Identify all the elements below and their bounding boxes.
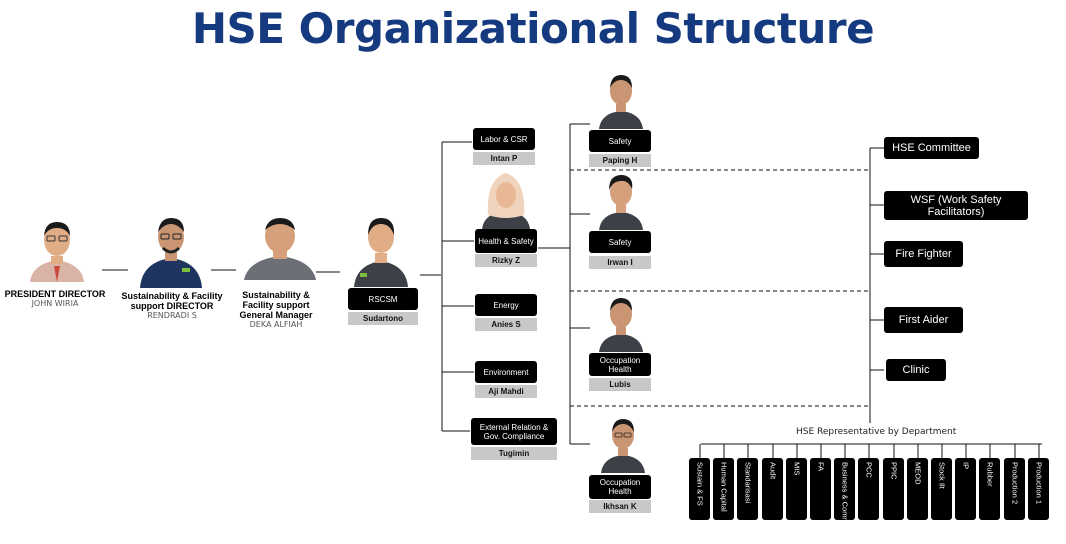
department-label: Production 1 (1034, 462, 1044, 505)
department-box: Stock Ilt (931, 458, 952, 520)
department-box: FA (810, 458, 831, 520)
role-health-safety: Health & Safety (475, 229, 537, 253)
department-label: PCC (864, 462, 874, 478)
executive-name: DEKA ALFIAH (249, 320, 303, 329)
name-labor-csr: Intan P (473, 152, 535, 165)
role-labor-csr: Labor & CSR (473, 128, 535, 150)
department-label: Sustain & FS (695, 462, 705, 506)
department-box: Rubber (979, 458, 1000, 520)
department-label: MIS (792, 462, 802, 476)
department-box: IP (955, 458, 976, 520)
caption-president-director: PRESIDENT DIRECTOR JOHN WIRIA (0, 289, 110, 309)
portrait-president-director (30, 222, 84, 282)
name-health-safety: Rizky Z (475, 254, 537, 267)
portrait-general-manager (244, 218, 316, 280)
department-box: Production 1 (1028, 458, 1049, 520)
department-box: MIS (786, 458, 807, 520)
team-clinic: Clinic (886, 359, 946, 381)
name-safety-2: Irwan I (589, 256, 651, 269)
name-external-relation: Tugimin (471, 447, 557, 460)
department-box: Audit (762, 458, 783, 520)
department-label: Rubber (985, 462, 995, 487)
department-label: PPIC (889, 462, 899, 480)
role-safety-1: Safety (589, 130, 651, 152)
role-occupation-health-1: Occupation Health (589, 353, 651, 376)
page-title: HSE Organizational Structure (191, 4, 875, 53)
department-label: MEOD (913, 462, 923, 485)
department-box: MEOD (907, 458, 928, 520)
team-fire-fighter: Fire Fighter (884, 241, 963, 267)
portrait-safety-2 (599, 174, 643, 230)
department-box: Business & Commercial (834, 458, 855, 520)
role-energy: Energy (475, 294, 537, 316)
department-box: Standarisasi (737, 458, 758, 520)
portrait-occupation-health-2 (601, 419, 645, 473)
department-box: Production 2 (1004, 458, 1025, 520)
executive-title: PRESIDENT DIRECTOR (4, 289, 106, 299)
portrait-rscsm (354, 218, 408, 287)
role-occupation-health-2: Occupation Health (589, 475, 651, 499)
team-hse-committee: HSE Committee (884, 137, 979, 159)
executive-title: Sustainability & Facility support DIRECT… (121, 291, 223, 311)
name-energy: Anies S (475, 318, 537, 331)
name-environment: Aji Mahdi (475, 385, 537, 398)
department-label: Human Capital (719, 462, 729, 512)
department-label: Business & Commercial (840, 462, 850, 520)
portrait-sustainability-director (140, 218, 202, 288)
name-occupation-health-2: Ikhsan K (589, 500, 651, 513)
role-environment: Environment (475, 361, 537, 383)
department-label: Standarisasi (743, 462, 753, 504)
department-box: Human Capital (713, 458, 734, 520)
department-box: PPIC (883, 458, 904, 520)
name-occupation-health-1: Lubis (589, 378, 651, 391)
department-box: Sustain & FS (689, 458, 710, 520)
portrait-safety-1 (599, 75, 643, 129)
executive-title: Sustainability & Facility support Genera… (239, 290, 313, 320)
executive-name: JOHN WIRIA (31, 299, 79, 308)
portrait-occupation-health-1 (599, 298, 643, 352)
executive-name: RENDRADI S (147, 311, 197, 320)
name-safety-1: Paping H (589, 154, 651, 167)
department-box: PCC (858, 458, 879, 520)
caption-general-manager: Sustainability & Facility support Genera… (236, 290, 316, 330)
caption-sustainability-director: Sustainability & Facility support DIRECT… (120, 291, 224, 321)
department-label: FA (816, 462, 826, 472)
departments-title: HSE Representative by Department (796, 427, 957, 437)
department-label: Production 2 (1010, 462, 1020, 505)
role-rscsm: RSCSM (348, 288, 418, 310)
name-rscsm: Sudartono (348, 312, 418, 325)
portrait-health-safety (482, 173, 530, 229)
department-label: Stock Ilt (937, 462, 947, 489)
team-wsf: WSF (Work Safety Facilitators) (884, 191, 1028, 220)
role-external-relation: External Relation & Gov. Compliance (471, 418, 557, 445)
department-label: IP (961, 462, 971, 470)
team-first-aider: First Aider (884, 307, 963, 333)
role-safety-2: Safety (589, 231, 651, 253)
department-label: Audit (768, 462, 778, 480)
